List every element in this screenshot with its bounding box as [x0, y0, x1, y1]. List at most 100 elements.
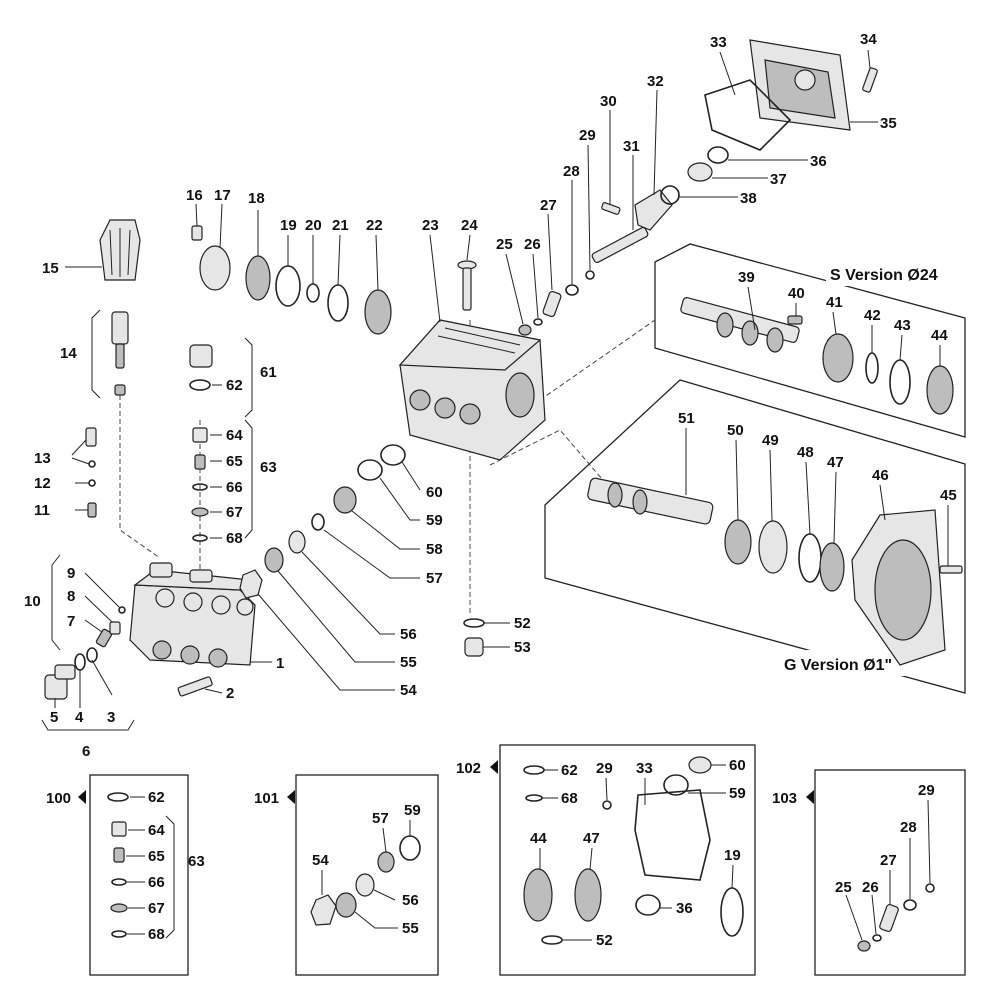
ring-57	[311, 513, 325, 531]
part-number-label: 47	[827, 454, 844, 471]
part-number-label: 4	[75, 709, 84, 726]
part-number-label: 57	[372, 810, 389, 827]
part-number-label: 60	[729, 757, 746, 774]
screw-16	[191, 225, 203, 241]
part-number-label: 28	[563, 163, 580, 180]
ball-9	[118, 606, 126, 614]
part-number-label: 42	[864, 307, 881, 324]
part-number-label: 45	[940, 487, 957, 504]
conrod-32	[634, 189, 673, 231]
part-number-label: 62	[226, 377, 243, 394]
part-number-label: 61	[260, 364, 277, 381]
part-number-label: 16	[186, 187, 203, 204]
seal-37	[687, 162, 713, 182]
oring-29	[585, 270, 595, 280]
bearing-50	[724, 519, 752, 565]
bearing-22	[364, 289, 392, 335]
part-number-label: 12	[34, 475, 51, 492]
kit-100-label: 100	[46, 790, 71, 807]
part-number-label: 54	[400, 682, 417, 699]
part-number-label: 37	[770, 171, 787, 188]
part-number-label: 10	[24, 593, 41, 610]
part-number-label: 44	[530, 830, 547, 847]
part-number-label: 23	[422, 217, 439, 234]
part-number-label: 56	[402, 892, 419, 909]
kit-100: 100 62 64 65 66 67 68 63	[46, 774, 205, 976]
part-number-label: 46	[872, 467, 889, 484]
part-number-label: 56	[400, 626, 417, 643]
washer-4	[74, 653, 86, 671]
fitting-5	[44, 664, 76, 700]
part-number-label: 20	[305, 217, 322, 234]
part-number-label: 6	[82, 743, 90, 760]
part-number-label: 39	[738, 269, 755, 286]
part-number-label: 24	[461, 217, 478, 234]
gasket-33	[704, 79, 792, 151]
seal-47	[819, 542, 845, 592]
part-number-label: 15	[42, 260, 59, 277]
seal-18	[245, 255, 271, 301]
part-number-label: 67	[226, 504, 243, 521]
oring-59	[357, 459, 383, 481]
part-number-label: 14	[60, 345, 77, 362]
part-number-label: 64	[148, 822, 165, 839]
bearing-41	[822, 333, 854, 383]
spring-65	[194, 454, 206, 470]
part-number-label: 28	[900, 819, 917, 836]
part-number-label: 9	[67, 565, 75, 582]
part-number-label: 67	[148, 900, 165, 917]
valve-64	[192, 427, 208, 443]
bolt-2	[177, 676, 213, 697]
kit-103-label: 103	[772, 790, 797, 807]
key-40	[787, 315, 803, 325]
shaft-51	[587, 477, 714, 525]
manifold-head	[129, 562, 256, 668]
part-number-label: 36	[810, 153, 827, 170]
part-number-label: 43	[894, 317, 911, 334]
part-number-label: 55	[400, 654, 417, 671]
part-number-label: 30	[600, 93, 617, 110]
spring-7	[95, 628, 113, 648]
part-number-label: 13	[34, 450, 51, 467]
part-number-label: 29	[579, 127, 596, 144]
oring-19	[275, 265, 301, 307]
spring-11	[87, 502, 97, 518]
part-number-label: 68	[148, 926, 165, 943]
nut-54	[239, 569, 263, 599]
seal-55	[264, 547, 284, 573]
part-number-label: 53	[514, 639, 531, 656]
part-number-label: 32	[647, 73, 664, 90]
kit-102: 102 62 68 29 33 60 59 44 47 19 36 52	[456, 744, 756, 976]
part-number-label: 55	[402, 920, 419, 937]
washer-66	[192, 483, 208, 491]
part-labels: 1 2 3 4 5 6 7 8 9 10 11 12 13 14 15 16 1…	[24, 31, 957, 760]
part-number-label: 31	[623, 138, 640, 155]
flange-46	[851, 509, 946, 666]
s-version-box: S Version Ø24	[654, 243, 966, 438]
part-number-label: 29	[596, 760, 613, 777]
bearing-49	[758, 520, 788, 574]
part-number-label: 22	[366, 217, 383, 234]
g-version-label: G Version Ø1"	[784, 657, 892, 674]
part-number-label: 54	[312, 852, 329, 869]
part-number-label: 66	[148, 874, 165, 891]
unloader-valve-14	[111, 311, 129, 396]
part-number-label: 63	[188, 853, 205, 870]
ring-42	[865, 352, 879, 384]
part-number-label: 19	[724, 847, 741, 864]
oring-52	[463, 618, 485, 628]
crankshaft-39	[680, 297, 800, 353]
part-number-label: 25	[496, 236, 513, 253]
kit-103: 103 29 28 27 25 26	[772, 769, 966, 976]
g-version-box: G Version Ø1"	[544, 379, 966, 694]
part-number-label: 49	[762, 432, 779, 449]
part-number-label: 51	[678, 410, 695, 427]
part-number-label: 3	[107, 709, 115, 726]
circlip-48	[798, 533, 822, 583]
oring-62	[189, 379, 211, 391]
part-number-label: 17	[214, 187, 231, 204]
ball-12	[88, 479, 96, 487]
axis-s-shaft	[539, 319, 656, 401]
part-number-label: 38	[740, 190, 757, 207]
